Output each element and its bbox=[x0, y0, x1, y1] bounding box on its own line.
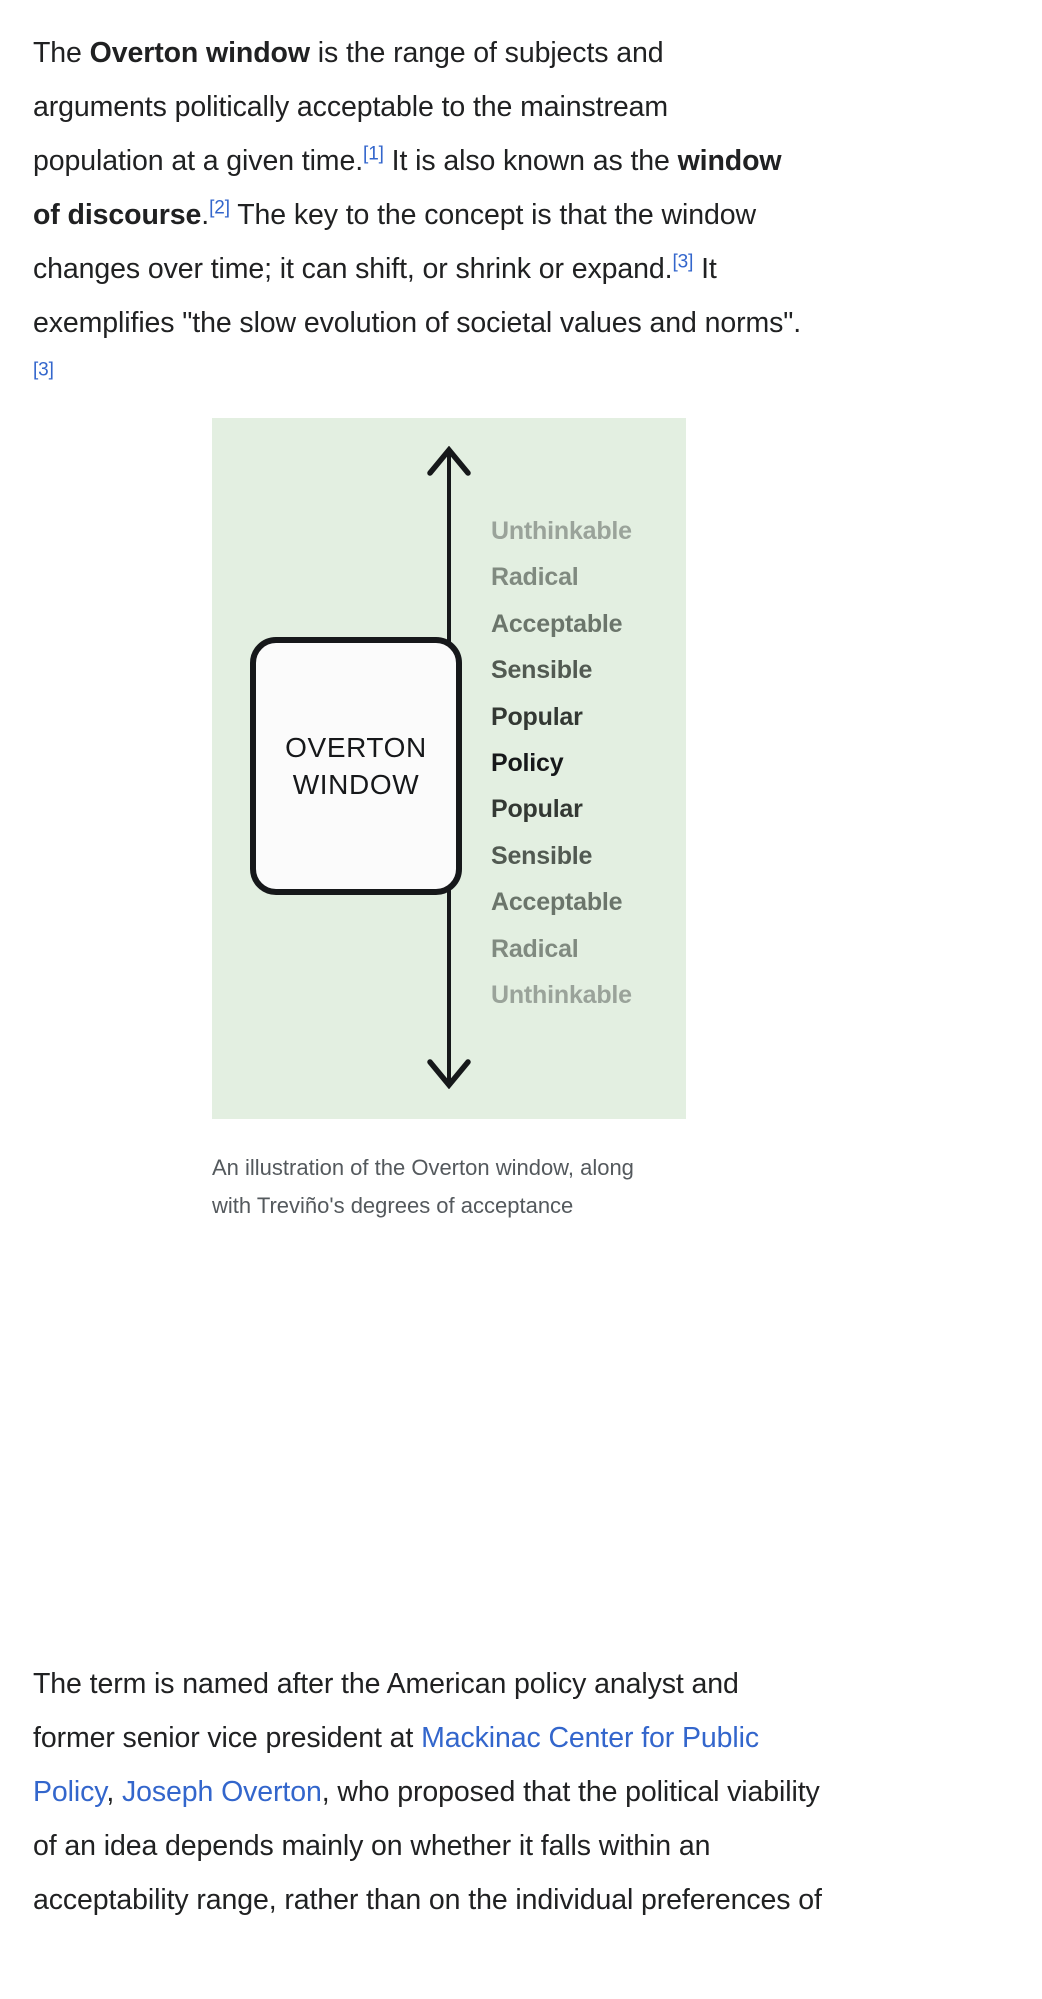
overton-window-line2: WINDOW bbox=[292, 769, 420, 800]
text-run: , bbox=[106, 1775, 122, 1808]
bold-term: window of discourse bbox=[33, 144, 782, 231]
degree-label: Unthinkable bbox=[491, 981, 632, 1010]
degree-label: Acceptable bbox=[491, 888, 623, 917]
wiki-link[interactable]: Joseph Overton bbox=[121, 1775, 322, 1808]
degree-label: Sensible bbox=[491, 841, 593, 870]
text-run: It is also known as the bbox=[383, 144, 678, 177]
reference-marker[interactable]: [3] bbox=[33, 359, 54, 380]
degree-label: Policy bbox=[491, 749, 564, 778]
degree-label: Radical bbox=[491, 934, 579, 963]
degree-label: Sensible bbox=[491, 656, 593, 685]
arrow-up-icon bbox=[427, 446, 471, 476]
degree-label: Acceptable bbox=[491, 609, 623, 638]
text-run: is the range of subjects and arguments p… bbox=[33, 36, 668, 177]
arrow-down-icon bbox=[427, 1059, 471, 1089]
text-run: It exemplifies "the slow evolution of so… bbox=[33, 252, 802, 339]
lead-paragraph: The Overton window is the range of subje… bbox=[33, 26, 803, 404]
bold-term: Overton window bbox=[89, 36, 310, 69]
wiki-link[interactable]: Mackinac Center for Public Policy bbox=[33, 1721, 760, 1808]
overton-window-line1: OVERTON bbox=[285, 732, 427, 763]
text-run: . bbox=[201, 198, 210, 231]
text-run: The term is named after the American pol… bbox=[33, 1667, 739, 1754]
closing-paragraph: The term is named after the American pol… bbox=[33, 1657, 823, 1927]
reference-marker[interactable]: [2] bbox=[209, 197, 230, 218]
degree-label: Radical bbox=[491, 563, 579, 592]
text-run: The bbox=[33, 36, 90, 69]
degree-label: Unthinkable bbox=[491, 517, 632, 545]
degree-label: Popular bbox=[491, 702, 583, 731]
figure-caption: An illustration of the Overton window, a… bbox=[212, 1155, 634, 1218]
degree-label: Popular bbox=[491, 795, 583, 824]
text-run: The key to the concept is that the windo… bbox=[33, 198, 756, 285]
reference-marker[interactable]: [1] bbox=[363, 143, 384, 164]
overton-window-box: OVERTON WINDOW bbox=[250, 637, 462, 895]
text-run: , who proposed that the political viabil… bbox=[33, 1775, 822, 1916]
reference-marker[interactable]: [3] bbox=[672, 251, 694, 272]
